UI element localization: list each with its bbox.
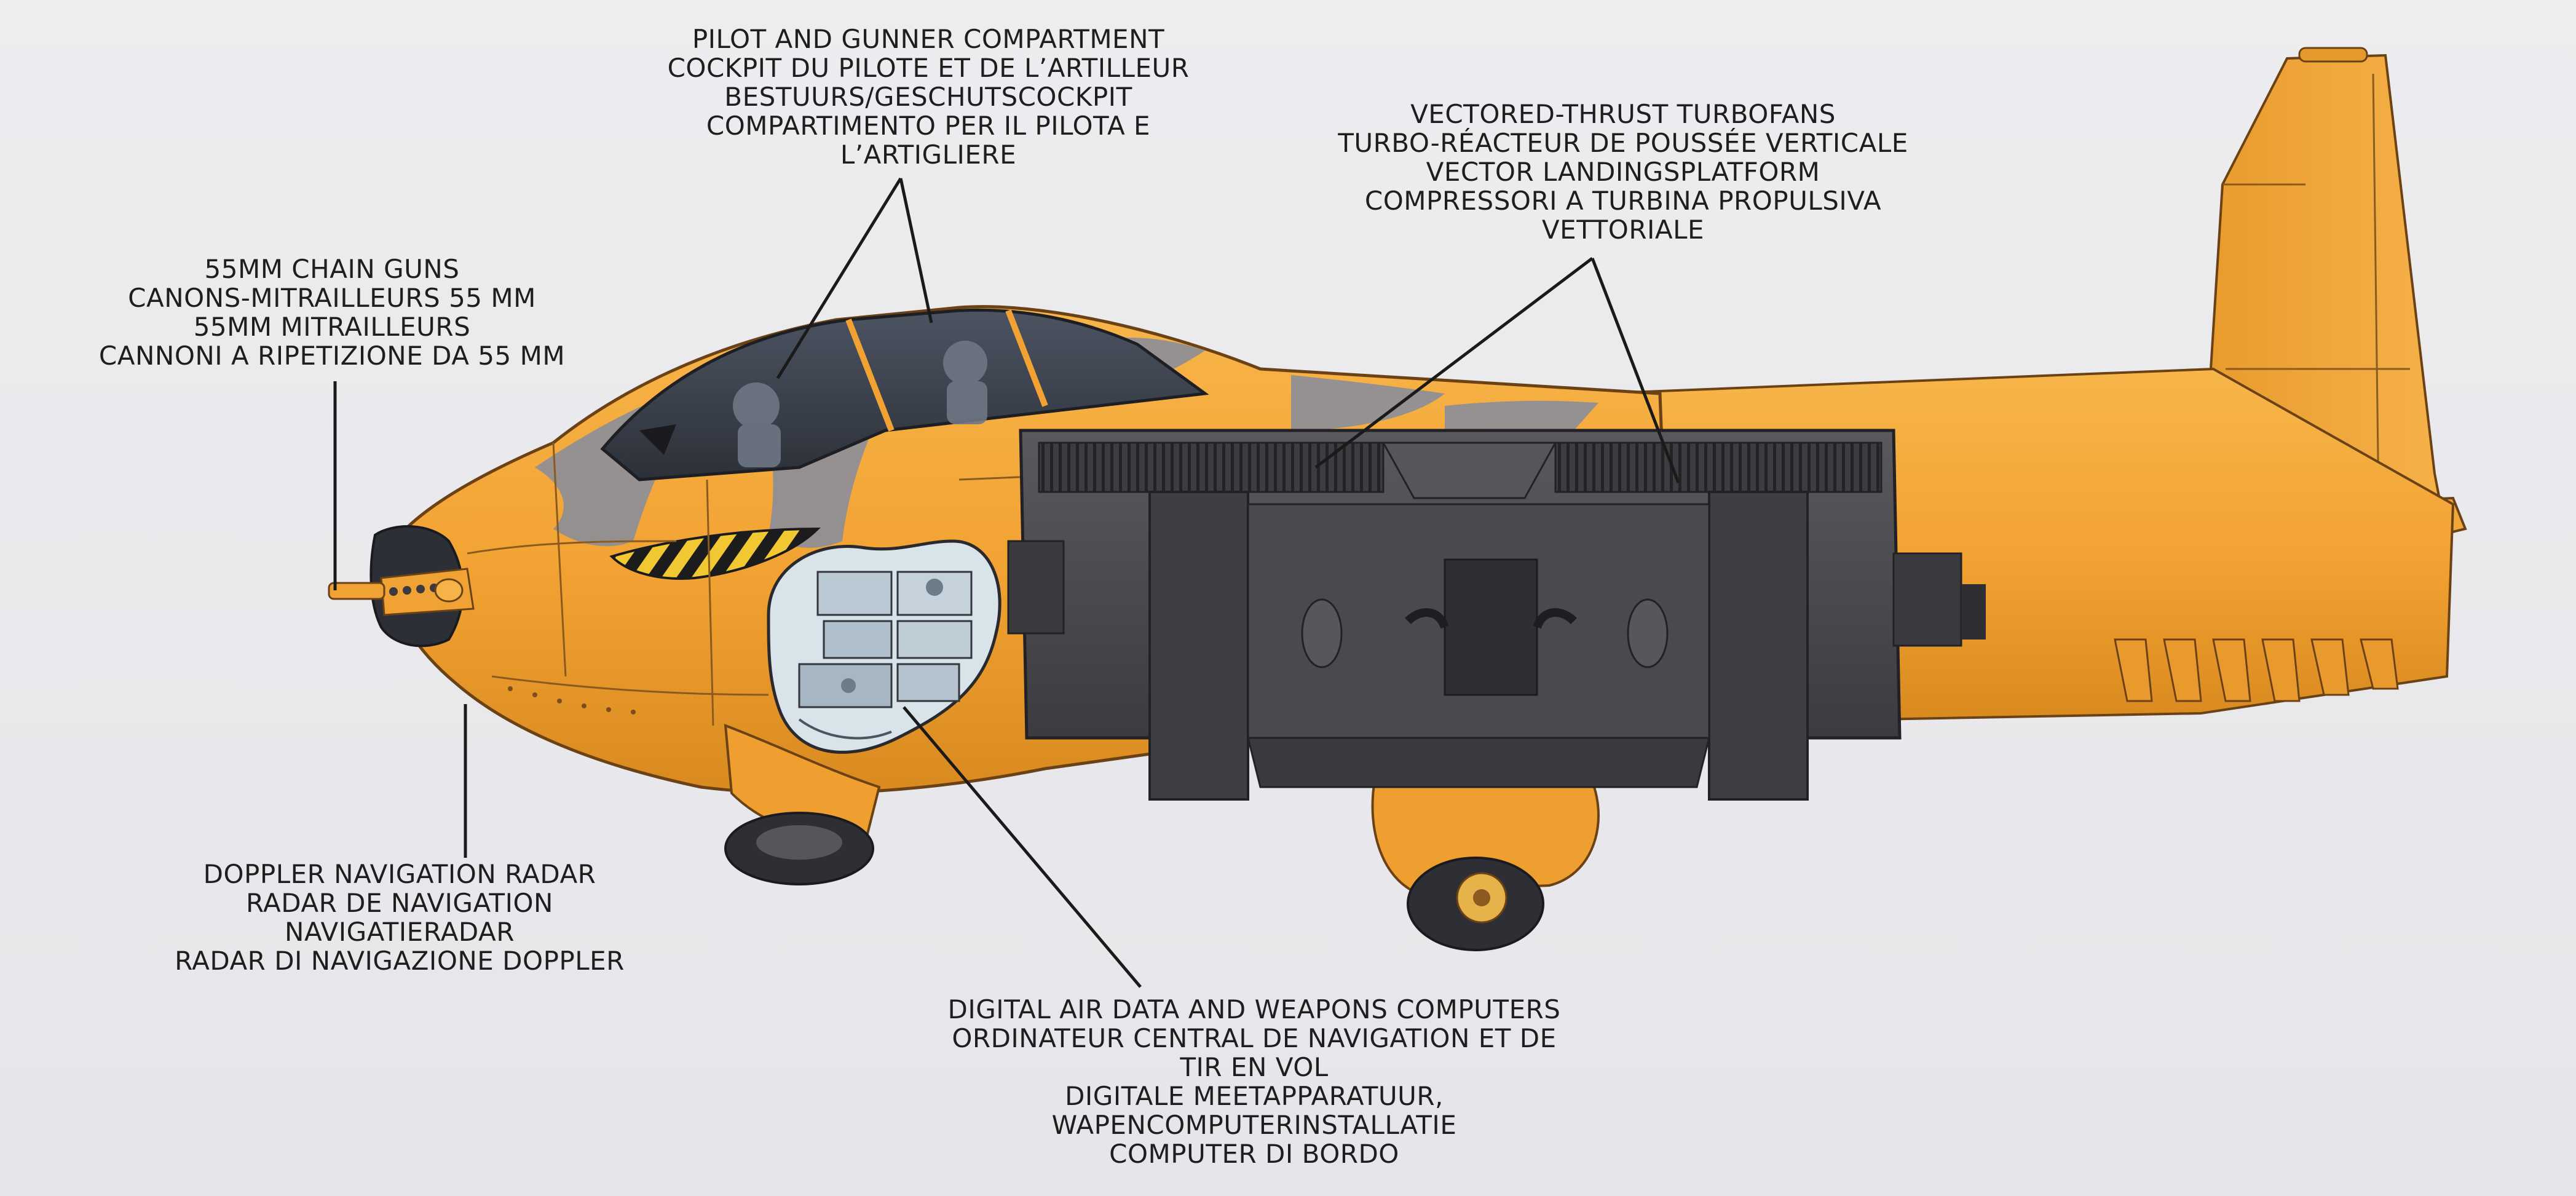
turbofan-vents-right	[1554, 442, 1883, 493]
callout-computers-line: DIGITAL AIR DATA AND WEAPONS COMPUTERS	[947, 994, 1561, 1024]
callout-computers-line: TIR EN VOL	[1180, 1052, 1329, 1082]
computer-bay-cutaway	[767, 539, 1002, 754]
hazard-strip	[609, 527, 821, 580]
leader-cockpit-right	[899, 178, 933, 323]
leader-turbofan-right	[1590, 258, 1680, 483]
gun-muzzle	[328, 582, 385, 600]
fin-tip	[2298, 47, 2368, 63]
callout-radar-line: DOPPLER NAVIGATION RADAR	[203, 859, 596, 889]
callout-cockpit-line: PILOT AND GUNNER COMPARTMENT	[692, 24, 1165, 54]
leader-cockpit-left	[776, 177, 903, 379]
callout-cockpit-line: BESTUURS/GESCHUTSCOCKPIT	[724, 82, 1132, 112]
front-gear-fairing	[724, 724, 881, 839]
callout-computers: DIGITAL AIR DATA AND WEAPONS COMPUTERS O…	[873, 995, 1635, 1168]
callout-turbofans-line: VECTOR LANDINGSPLATFORM	[1426, 157, 1820, 187]
rear-ventral-strakes	[2114, 638, 2399, 702]
callout-guns-line: CANONS-MITRAILLEURS 55 MM	[128, 283, 536, 313]
engine-pod	[1007, 429, 1986, 801]
pilot-figures	[733, 341, 987, 467]
main-gear-fairing	[1371, 767, 1600, 893]
callout-guns-line: 55MM CHAIN GUNS	[204, 254, 460, 284]
callout-cockpit-line: COMPARTIMENTO PER IL PILOTA E	[706, 111, 1151, 141]
callout-guns: 55MM CHAIN GUNS CANONS-MITRAILLEURS 55 M…	[61, 255, 603, 370]
leader-lines	[333, 177, 1680, 988]
callout-guns-line: CANNONI A RIPETIZIONE DA 55 MM	[98, 341, 566, 371]
callout-radar: DOPPLER NAVIGATION RADAR RADAR DE NAVIGA…	[123, 860, 676, 975]
callout-turbofans-line: VETTORIALE	[1541, 215, 1705, 245]
rivet-row	[508, 686, 636, 715]
callout-turbofans-line: VECTORED-THRUST TURBOFANS	[1410, 99, 1836, 129]
callout-computers-line: ORDINATEUR CENTRAL DE NAVIGATION ET DE	[952, 1023, 1557, 1053]
callout-turbofans: VECTORED-THRUST TURBOFANS TURBO-RÉACTEUR…	[1285, 100, 1961, 244]
callout-radar-line: RADAR DI NAVIGAZIONE DOPPLER	[175, 946, 625, 976]
callout-turbofans-line: COMPRESSORI A TURBINA PROPULSIVA	[1364, 186, 1882, 216]
callout-cockpit-line: L’ARTIGLIERE	[840, 140, 1017, 170]
callout-computers-line: WAPENCOMPUTERINSTALLATIE	[1051, 1110, 1457, 1140]
callout-radar-line: RADAR DE NAVIGATION	[246, 888, 553, 918]
callout-cockpit: PILOT AND GUNNER COMPARTMENT COCKPIT DU …	[615, 25, 1242, 169]
callout-cockpit-line: COCKPIT DU PILOTE ET DE L’ARTILLEUR	[667, 53, 1190, 83]
callout-turbofans-line: TURBO-RÉACTEUR DE POUSSÉE VERTICALE	[1338, 128, 1908, 158]
sensor-turret	[434, 578, 464, 603]
leader-computers	[903, 706, 1142, 988]
leader-turbofan-left	[1314, 257, 1594, 469]
turbofan-vents-left	[1038, 442, 1385, 493]
callout-computers-line: DIGITALE MEETAPPARATUUR,	[1065, 1081, 1444, 1111]
callout-radar-line: NAVIGATIERADAR	[285, 917, 515, 947]
pod-center-mount	[1444, 558, 1538, 696]
callout-computers-line: COMPUTER DI BORDO	[1109, 1139, 1399, 1169]
callout-guns-line: 55MM MITRAILLEURS	[193, 312, 471, 342]
